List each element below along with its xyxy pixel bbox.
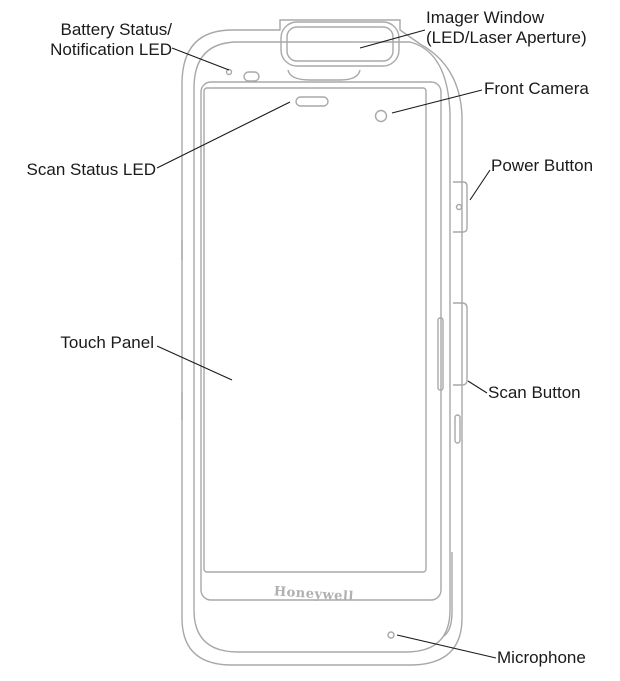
power-button — [453, 181, 468, 233]
imager-window — [280, 21, 400, 67]
side-strip — [437, 317, 444, 391]
leader-power — [469, 169, 491, 201]
brand-logo: Honeywell — [273, 584, 354, 605]
leader-imager — [359, 29, 426, 49]
microphone — [387, 631, 395, 639]
power-icon — [455, 203, 463, 211]
microphone-label: Microphone — [497, 648, 586, 667]
leader-microphone — [396, 634, 497, 659]
scan-button — [453, 302, 468, 386]
imager-window-inner — [286, 26, 394, 62]
imager-window-label: Imager Window (LED/Laser Aperture) — [426, 8, 587, 48]
leader-scan-button — [467, 380, 488, 394]
front-camera-label: Front Camera — [484, 79, 589, 98]
touch-panel-label: Touch Panel — [60, 333, 154, 352]
scan-status-led-label: Scan Status LED — [26, 160, 156, 179]
device-body-outline — [181, 19, 463, 666]
leader-touch — [156, 345, 233, 381]
imager-window-label-line-2: (LED/Laser Aperture) — [426, 28, 587, 47]
power-button-label: Power Button — [491, 156, 594, 175]
battery-led-label: Battery Status/ Notification LED — [10, 20, 172, 60]
leader-camera — [391, 89, 483, 114]
device-inner-outline — [193, 41, 451, 653]
display-bezel — [200, 81, 442, 601]
top-notch — [287, 69, 361, 81]
side-slot — [454, 414, 461, 444]
notification-led — [243, 71, 260, 82]
leader-battery — [171, 47, 230, 71]
bottom-edge-detail — [443, 552, 453, 637]
scan-button-label: Scan Button — [488, 383, 581, 402]
imager-window-label-line-1: Imager Window — [426, 8, 545, 27]
front-camera — [374, 109, 388, 123]
battery-led-label-line-2: Notification LED — [50, 40, 172, 59]
leader-scan-led — [156, 101, 291, 169]
battery-led — [225, 68, 233, 76]
scan-status-led — [295, 96, 329, 107]
battery-led-label-line-1: Battery Status/ — [60, 20, 173, 39]
touch-panel — [203, 87, 427, 573]
